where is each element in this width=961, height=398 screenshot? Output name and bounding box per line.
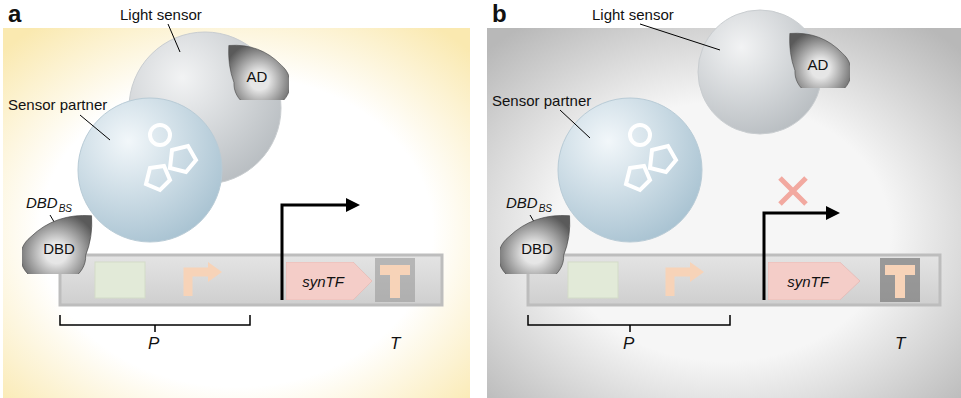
activation-domain: AD: [786, 30, 850, 88]
part-label: Light sensor: [120, 6, 202, 23]
part-label: DBD: [506, 194, 538, 211]
gene-arrow: synTF: [286, 262, 372, 300]
bracket-label: P: [623, 334, 634, 354]
bracket-label: P: [148, 334, 159, 354]
panel-a-figure: [50, 24, 442, 332]
part-label: T: [895, 334, 905, 354]
panel-ground: [3, 28, 470, 398]
node-text: AD: [247, 68, 268, 85]
panel-letter: b: [492, 0, 507, 28]
node-text: synTF: [787, 273, 829, 290]
part-label: Sensor partner: [492, 92, 591, 109]
node-text: DBD: [43, 240, 75, 257]
activation-domain: AD: [225, 42, 289, 100]
panel-letter: a: [8, 0, 21, 28]
part-label-subscript: BS: [59, 203, 72, 214]
node-text: synTF: [302, 273, 344, 290]
gene-arrow: synTF: [768, 262, 860, 300]
part-label: Sensor partner: [8, 96, 107, 113]
dna-binding-domain: DBD: [22, 212, 96, 274]
panel-b-figure: [528, 10, 940, 332]
part-label-subscript: BS: [539, 203, 552, 214]
part-label: T: [390, 334, 400, 354]
node-text: DBD: [521, 240, 553, 257]
node-text: AD: [808, 56, 829, 73]
dna-binding-domain: DBD: [500, 212, 574, 274]
part-label: DBD: [26, 194, 58, 211]
part-label: Light sensor: [592, 6, 674, 23]
